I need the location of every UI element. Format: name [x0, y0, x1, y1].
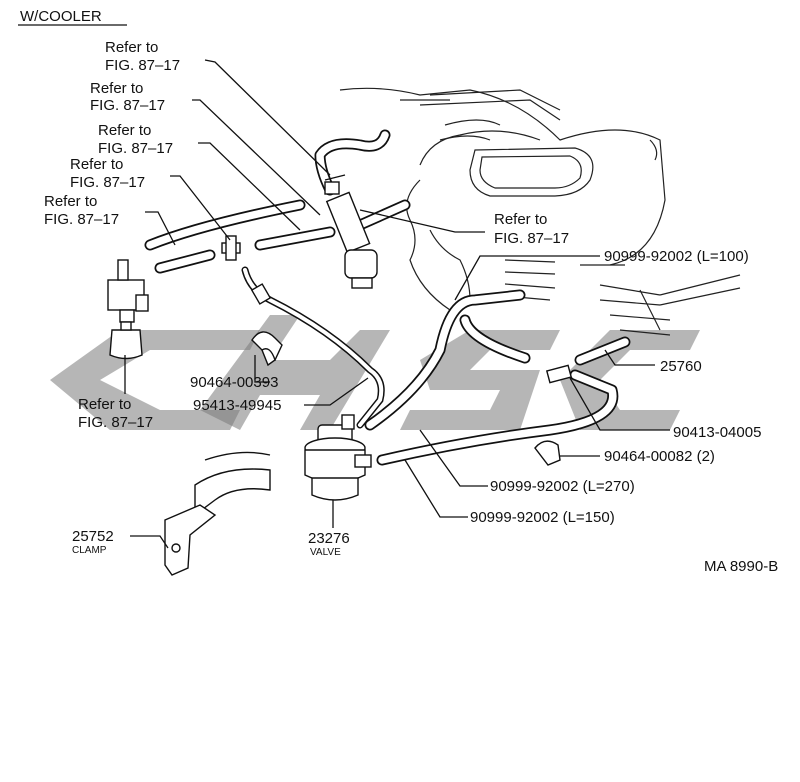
- upper-hoses: [144, 129, 411, 274]
- refer-label-7-line2: FIG. 87–17: [78, 414, 153, 431]
- label-25760: 25760: [660, 358, 702, 375]
- label-23276: 23276: [308, 530, 350, 547]
- diagram-code: MA 8990-B: [704, 558, 778, 575]
- refer-label-7-line1: Refer to: [78, 396, 131, 413]
- refer-label-5-line1: Refer to: [44, 193, 97, 210]
- refer-label-4-line1: Refer to: [70, 156, 123, 173]
- refer-label-2-line1: Refer to: [90, 80, 143, 97]
- clamp-25752: [164, 451, 271, 576]
- clip-90464-00393: [251, 331, 283, 367]
- refer-label-4: Refer to FIG. 87–17: [70, 156, 145, 191]
- lower-hoses: [364, 289, 631, 466]
- refer-label-5-line2: FIG. 87–17: [44, 211, 119, 228]
- refer-label-4-line2: FIG. 87–17: [70, 174, 145, 191]
- refer-label-7: Refer to FIG. 87–17: [78, 396, 153, 431]
- heading-text: W/COOLER: [20, 8, 102, 25]
- valve-23276: [304, 414, 372, 501]
- label-90413-04005: 90413-04005: [673, 424, 761, 441]
- refer-label-2: Refer to FIG. 87–17: [90, 80, 165, 114]
- label-25752: 25752: [72, 528, 114, 545]
- label-95413-49945: 95413-49945: [193, 397, 281, 414]
- label-hose-100: 90999-92002 (L=100): [604, 248, 749, 265]
- refer-label-6-line2: FIG. 87–17: [494, 230, 569, 247]
- refer-label-6: Refer to FIG. 87–17: [494, 211, 569, 247]
- refer-label-6-line1: Refer to: [494, 211, 547, 228]
- vsv-left: [107, 259, 149, 360]
- joint-90413: [545, 364, 573, 384]
- label-hose-270: 90999-92002 (L=270): [490, 478, 635, 495]
- refer-label-2-line2: FIG. 87–17: [90, 97, 165, 114]
- label-hose-150: 90999-92002 (L=150): [470, 509, 615, 526]
- clip-90464-00082: [534, 440, 561, 466]
- leader-lines: [124, 59, 670, 549]
- label-90464-00082: 90464-00082 (2): [604, 448, 715, 465]
- three-way-joint: [221, 235, 241, 261]
- label-clamp: CLAMP: [72, 545, 107, 556]
- refer-label-5: Refer to FIG. 87–17: [44, 193, 119, 228]
- refer-label-1: Refer to FIG. 87–17: [105, 39, 180, 74]
- hose-95413: [241, 266, 385, 429]
- vacuum-switch-upper: [324, 174, 378, 289]
- refer-label-3-line1: Refer to: [98, 122, 151, 139]
- engine-outline: [339, 87, 741, 336]
- refer-label-3: Refer to FIG. 87–17: [98, 122, 173, 157]
- refer-label-3-line2: FIG. 87–17: [98, 140, 173, 157]
- refer-label-1-line1: Refer to: [105, 39, 158, 56]
- refer-label-1-line2: FIG. 87–17: [105, 57, 180, 74]
- label-valve: VALVE: [310, 547, 341, 558]
- label-90464-00393: 90464-00393: [190, 374, 278, 391]
